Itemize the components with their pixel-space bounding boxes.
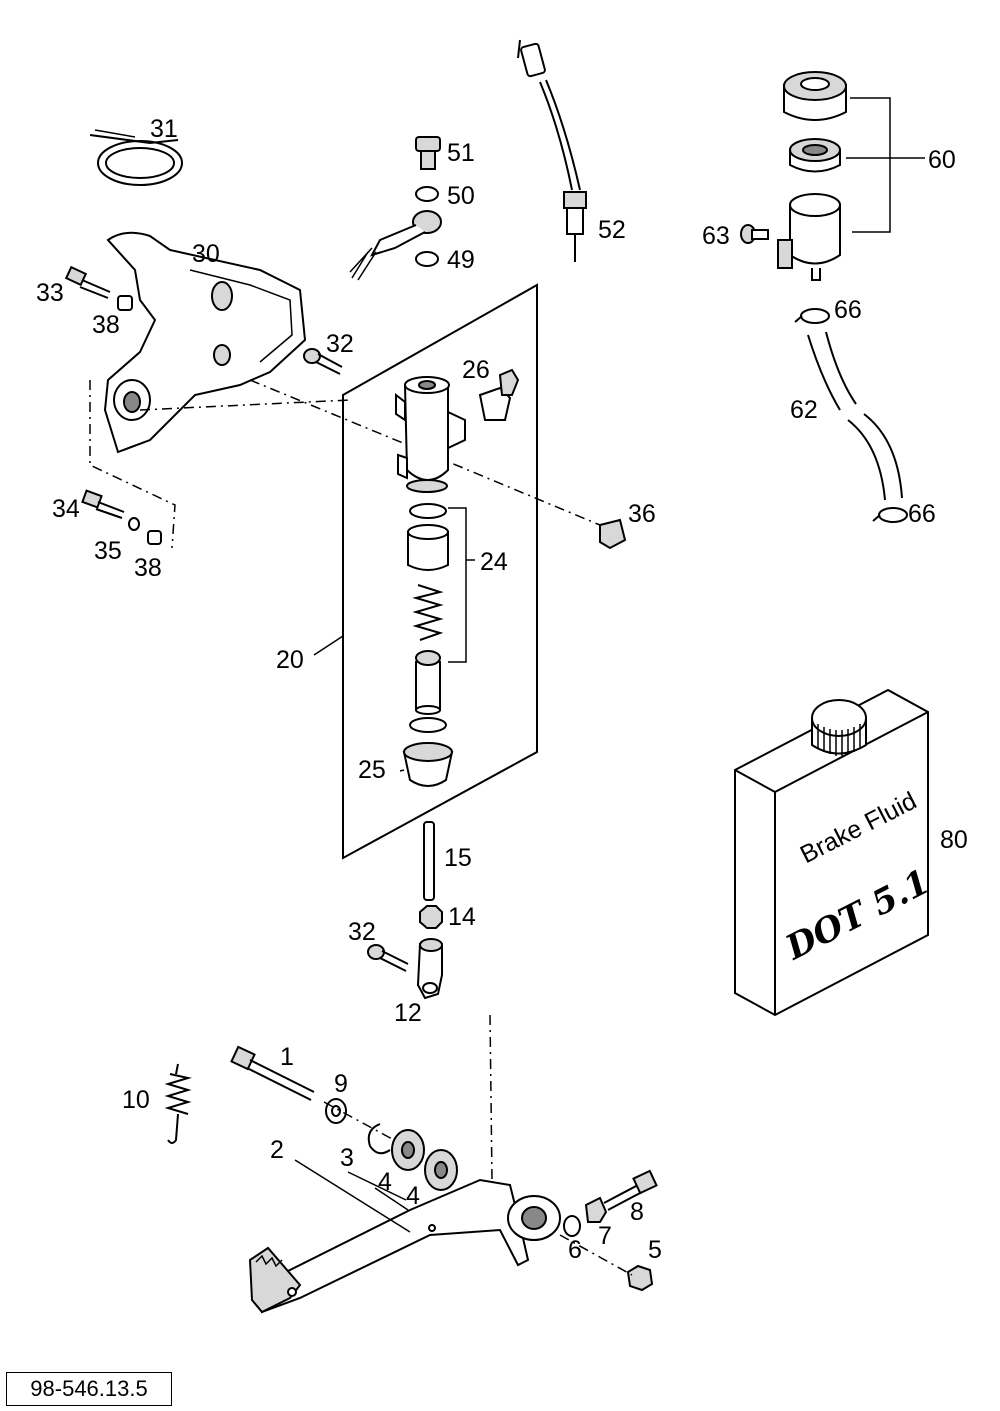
screw-32b-part bbox=[367, 944, 409, 972]
reservoir-hose-part bbox=[807, 331, 903, 501]
callout-8: 8 bbox=[630, 1198, 644, 1226]
spacer-38b-part bbox=[147, 530, 162, 545]
callout-49: 49 bbox=[447, 246, 475, 274]
circlip-3-part bbox=[367, 1123, 391, 1155]
seal-ring-50-part bbox=[415, 186, 439, 202]
cable-tie-part bbox=[89, 129, 183, 186]
brake-line-fitting-part bbox=[349, 210, 442, 281]
callout-35: 35 bbox=[94, 537, 122, 565]
circlip-part bbox=[409, 717, 447, 733]
callout-10: 10 bbox=[122, 1086, 150, 1114]
callout-14: 14 bbox=[448, 903, 476, 931]
callout-1: 1 bbox=[280, 1043, 294, 1071]
callout-80: 80 bbox=[940, 826, 968, 854]
master-cylinder-body-part bbox=[395, 376, 466, 493]
callout-30: 30 bbox=[192, 240, 220, 268]
callout-4a: 4 bbox=[378, 1168, 392, 1196]
callout-34: 34 bbox=[52, 495, 80, 523]
fitting-26-part bbox=[478, 368, 520, 421]
callout-25: 25 bbox=[358, 756, 386, 784]
spring-10-part bbox=[164, 1063, 192, 1144]
spring-part bbox=[412, 584, 444, 641]
callout-36: 36 bbox=[628, 500, 656, 528]
reservoir-diaphragm-part bbox=[789, 138, 841, 173]
callout-5: 5 bbox=[648, 1236, 662, 1264]
callout-3: 3 bbox=[340, 1144, 354, 1172]
seal-ring-49-part bbox=[415, 251, 439, 267]
banjo-bolt-51-part bbox=[415, 136, 441, 170]
callout-52: 52 bbox=[598, 216, 626, 244]
push-rod-part bbox=[423, 821, 435, 901]
callout-24: 24 bbox=[480, 548, 508, 576]
callout-6: 6 bbox=[568, 1236, 582, 1264]
reference-number: 98-546.13.5 bbox=[6, 1372, 172, 1406]
callout-33: 33 bbox=[36, 279, 64, 307]
callout-51: 51 bbox=[447, 139, 475, 167]
bearing-4b-part bbox=[424, 1149, 458, 1191]
washer-35-part bbox=[128, 517, 140, 531]
callout-50: 50 bbox=[447, 182, 475, 210]
o-ring-part bbox=[409, 503, 447, 519]
washer-9-part bbox=[325, 1098, 347, 1124]
callout-4b: 4 bbox=[406, 1182, 420, 1210]
dust-boot-25-part bbox=[402, 742, 454, 787]
callout-32-upper: 32 bbox=[326, 330, 354, 358]
callout-12: 12 bbox=[394, 999, 422, 1027]
sleeve-part bbox=[407, 524, 449, 571]
bolt-34-part bbox=[81, 489, 125, 519]
screw-32a-part bbox=[303, 348, 343, 375]
callout-20: 20 bbox=[276, 646, 304, 674]
callout-2: 2 bbox=[270, 1136, 284, 1164]
bearing-4a-part bbox=[391, 1129, 425, 1171]
callout-38-upper: 38 bbox=[92, 311, 120, 339]
callout-32-lower: 32 bbox=[348, 918, 376, 946]
callout-62: 62 bbox=[790, 396, 818, 424]
hose-clamp-66a-part bbox=[794, 308, 830, 324]
callout-63: 63 bbox=[702, 222, 730, 250]
reservoir-cap-part bbox=[783, 71, 847, 121]
brake-fluid-can-part bbox=[734, 688, 929, 1017]
brake-light-switch-part bbox=[517, 39, 587, 262]
piston-part bbox=[415, 650, 441, 715]
heel-guard-part bbox=[103, 231, 307, 454]
callout-60: 60 bbox=[928, 146, 956, 174]
bolt-33-part bbox=[64, 265, 111, 299]
callout-7: 7 bbox=[598, 1222, 612, 1250]
callout-9: 9 bbox=[334, 1070, 348, 1098]
callout-38-lower: 38 bbox=[134, 554, 162, 582]
bolt-8-part bbox=[603, 1169, 658, 1211]
nut-7-part bbox=[584, 1196, 608, 1223]
washer-6-part bbox=[563, 1215, 581, 1237]
reservoir-body-part bbox=[777, 193, 841, 281]
clevis-12-part bbox=[416, 938, 443, 1000]
callout-66-lower: 66 bbox=[908, 500, 936, 528]
rubber-washer-36-part bbox=[599, 518, 627, 550]
callout-31: 31 bbox=[150, 115, 178, 143]
callout-26: 26 bbox=[462, 356, 490, 384]
nut-14-part bbox=[419, 905, 443, 929]
brake-pedal-part bbox=[248, 1178, 561, 1314]
screw-63-part bbox=[740, 224, 769, 244]
bolt-1-part bbox=[230, 1045, 315, 1101]
spacer-38-part bbox=[117, 295, 133, 311]
nut-5-part bbox=[626, 1264, 654, 1292]
callout-15: 15 bbox=[444, 844, 472, 872]
callout-66-upper: 66 bbox=[834, 296, 862, 324]
hose-clamp-66b-part bbox=[872, 507, 908, 523]
master-cylinder-frame bbox=[342, 283, 538, 860]
